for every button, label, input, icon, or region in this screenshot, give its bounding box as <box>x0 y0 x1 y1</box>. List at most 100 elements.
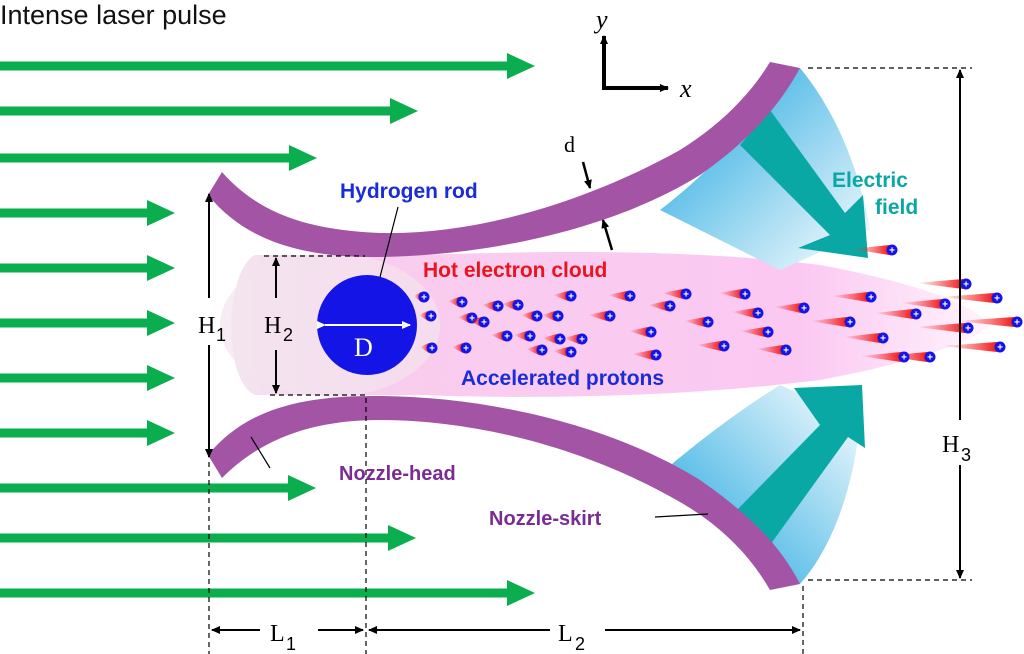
proton <box>865 291 877 303</box>
h3-label: H 3 <box>942 432 971 465</box>
proton <box>844 316 856 328</box>
nozzle-head-leader <box>250 436 271 469</box>
proton <box>565 346 577 358</box>
proton-tail <box>553 291 568 301</box>
proton-tail <box>553 347 568 357</box>
figure-title: Intense laser pulse <box>0 0 227 30</box>
x-axis-label: x <box>679 74 692 103</box>
nozzle-lower-wall <box>208 395 800 590</box>
y-axis-label: y <box>593 5 608 34</box>
proton-tail <box>941 293 994 303</box>
proton-plus-sign: + <box>534 312 540 323</box>
proton-plus-sign: + <box>627 292 633 303</box>
svg-text:H: H <box>198 313 215 339</box>
proton-tail <box>648 301 667 311</box>
proton-tail <box>843 333 880 343</box>
h2-label: H 2 <box>264 313 293 345</box>
proton-plus-sign: + <box>568 292 574 303</box>
nozzle-skirt-leader <box>654 513 709 518</box>
laser-arrows <box>0 53 535 606</box>
proton-plus-sign: + <box>667 302 673 313</box>
proton-plus-sign: + <box>555 312 561 323</box>
proton-tail <box>756 345 783 355</box>
proton-tail <box>419 311 428 321</box>
svg-text:3: 3 <box>961 445 971 465</box>
proton <box>524 330 536 342</box>
electric-field-arrow-top <box>740 110 868 258</box>
proton-tail <box>482 301 495 311</box>
proton-plus-sign: + <box>765 328 771 339</box>
proton-plus-sign: + <box>913 310 919 321</box>
svg-text:2: 2 <box>283 325 293 345</box>
proton <box>780 344 792 356</box>
proton <box>576 333 588 345</box>
proton-plus-sign: + <box>648 328 654 339</box>
proton-plus-sign: + <box>1014 318 1020 329</box>
proton-tail <box>470 317 481 327</box>
proton-tail <box>860 352 901 362</box>
proton-plus-sign: + <box>568 348 574 359</box>
proton-tail <box>740 327 765 337</box>
proton-plus-sign: + <box>755 309 761 320</box>
h1-label: H 1 <box>198 313 226 345</box>
proton-tail <box>662 289 683 299</box>
proton <box>425 310 437 322</box>
proton-tail <box>514 331 527 341</box>
rod-diameter-label: D <box>354 333 373 362</box>
proton <box>645 326 657 338</box>
proton-plus-sign: + <box>801 304 807 315</box>
proton <box>624 290 636 302</box>
proton <box>552 310 564 322</box>
proton-plus-sign: + <box>459 298 465 309</box>
proton <box>898 351 910 363</box>
proton-plus-sign: + <box>721 342 727 353</box>
proton-plus-sign: + <box>421 293 427 304</box>
proton-plus-sign: + <box>942 300 948 311</box>
electric-field-label-line1: Electric <box>832 169 908 192</box>
proton-plus-sign: + <box>880 334 886 345</box>
electric-field-label-line2: field <box>875 196 918 219</box>
proton-plus-sign: + <box>429 344 435 355</box>
proton-tail <box>942 342 997 352</box>
proton <box>1011 316 1023 328</box>
proton-tail <box>521 311 534 321</box>
proton-plus-sign: + <box>868 293 874 304</box>
proton-tail <box>732 308 755 318</box>
proton-tail <box>542 334 557 344</box>
proton <box>456 296 468 308</box>
proton-tail <box>452 343 463 353</box>
proton-tail <box>719 289 742 299</box>
proton-plus-sign: + <box>515 301 521 312</box>
laser-arrow <box>0 145 317 171</box>
svg-text:2: 2 <box>575 634 585 654</box>
wall-thickness-arrow-inner <box>601 219 614 251</box>
proton-plus-sign: + <box>994 294 1000 305</box>
hydrogen-rod-leader <box>379 206 399 278</box>
proton <box>565 290 577 302</box>
proton-plus-sign: + <box>965 324 971 335</box>
l1-label: L 1 <box>270 621 296 654</box>
proton <box>680 288 692 300</box>
proton <box>702 316 714 328</box>
proton <box>939 298 951 310</box>
proton-tail <box>916 323 965 333</box>
proton-plus-sign: + <box>901 353 907 364</box>
proton-tail <box>588 311 607 321</box>
proton <box>531 310 543 322</box>
electric-field-arrow-bottom <box>735 385 865 545</box>
laser-arrow <box>0 255 175 281</box>
proton <box>910 308 922 320</box>
proton-plus-sign: + <box>927 353 933 364</box>
proton <box>664 300 676 312</box>
laser-arrow <box>0 420 175 446</box>
proton-tail <box>458 313 469 323</box>
proton <box>492 300 504 312</box>
proton-plus-sign: + <box>889 246 895 257</box>
proton-tail <box>420 343 429 353</box>
proton-tail <box>564 334 579 344</box>
proton <box>604 310 616 322</box>
proton-plus-sign: + <box>579 335 585 346</box>
proton <box>501 330 513 342</box>
proton-plus-sign: + <box>463 344 469 355</box>
nozzle-upper-wall <box>208 62 800 258</box>
